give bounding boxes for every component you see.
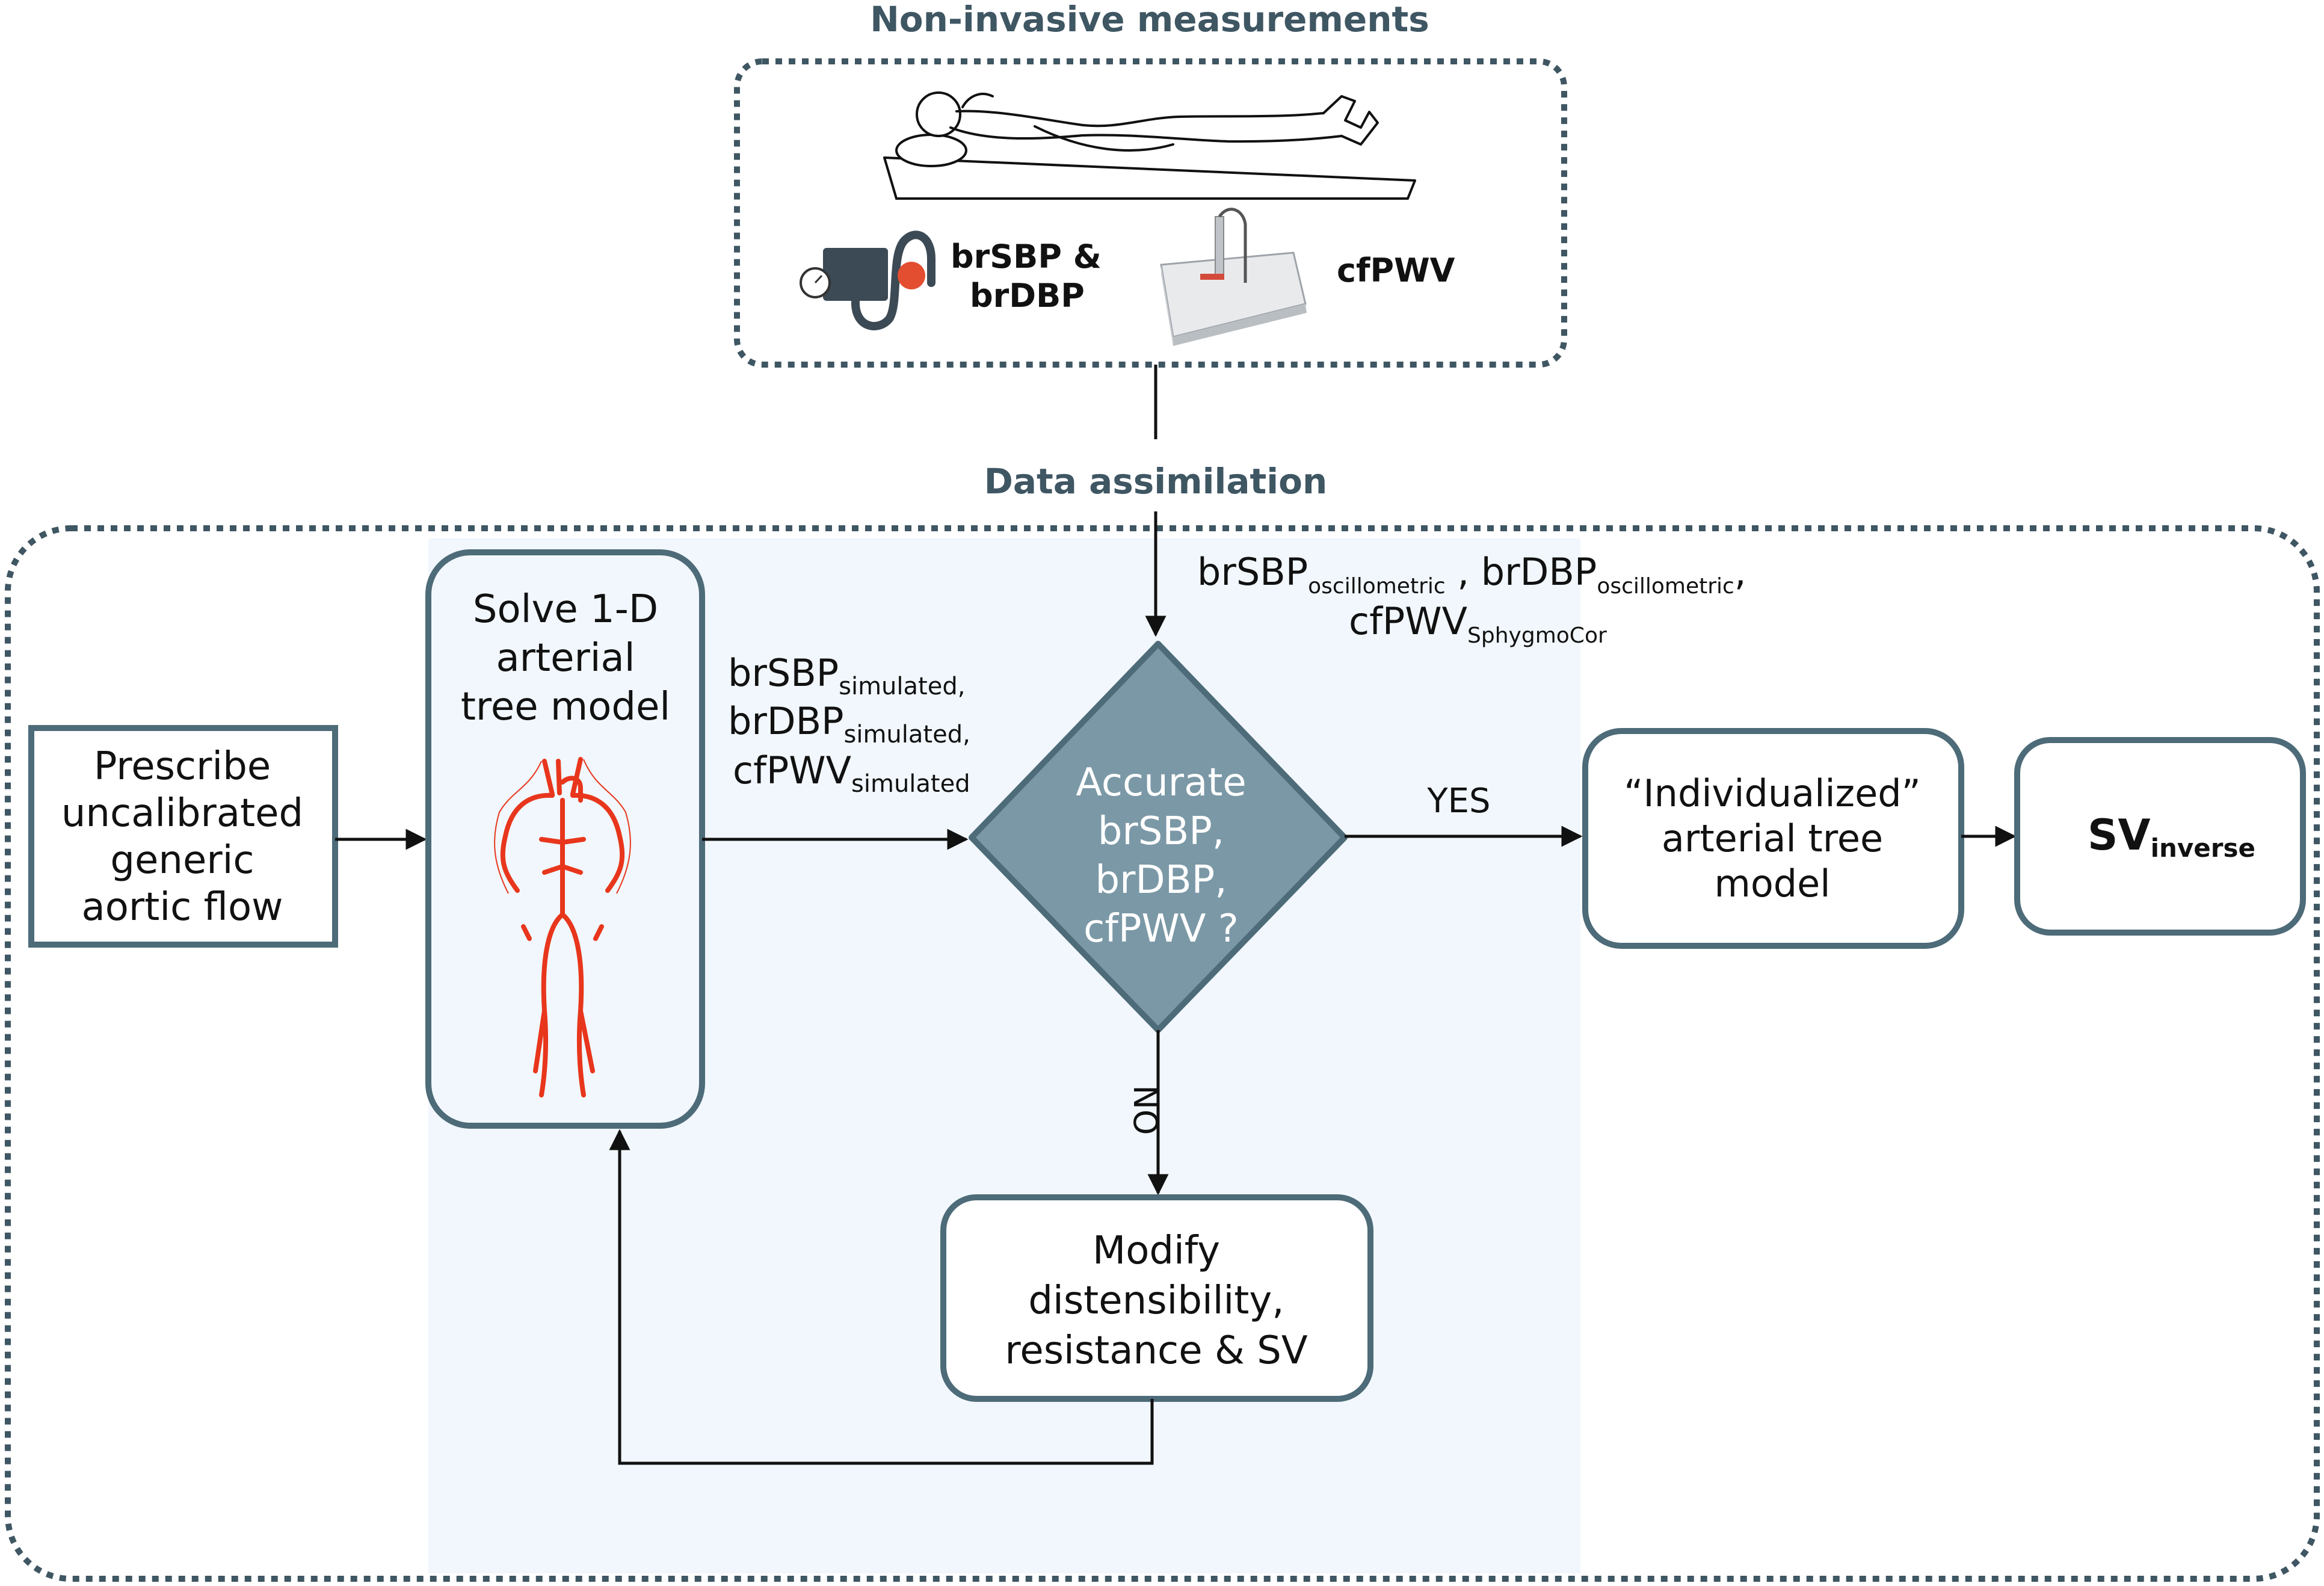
modify-line2: distensibility, (1028, 1279, 1284, 1323)
arterial-tree-outline (494, 759, 631, 894)
patient-lying-icon (883, 91, 1416, 200)
measurements-title: Non-invasive measurements (870, 0, 1429, 40)
individualized-line1: “Individualized” (1624, 771, 1920, 815)
assimilation-title: Data assimilation (984, 461, 1327, 502)
modify-line3: resistance & SV (1005, 1328, 1307, 1373)
decision-line3: brDBP, (1095, 858, 1227, 903)
solve-line1: Solve 1-D (473, 587, 658, 632)
simulated-dbp-line: brDBPsimulated, (728, 699, 970, 748)
measurements-box (734, 58, 1567, 368)
simulated-sbp-sub: simulated, (839, 673, 965, 700)
modify-line1: Modify (1093, 1229, 1220, 1273)
measured-sep1: , (1446, 550, 1481, 594)
simulated-sbp-line: brSBPsimulated, (728, 651, 965, 700)
measured-values-line1: brSBPoscillometric , brDBPoscillometric, (1197, 550, 1746, 599)
individualized-box (1582, 728, 1964, 949)
sv-inverse-box (2014, 737, 2306, 936)
prescribe-line3: generic (110, 838, 254, 883)
feedback-loop-arrow (609, 1129, 1154, 1465)
bp-label-line1: brSBP & (951, 238, 1102, 276)
prescribe-line4: aortic flow (82, 885, 283, 930)
modify-box (940, 1194, 1373, 1402)
sv-sub: inverse (2151, 833, 2255, 863)
simulated-pwv: cfPWV (733, 748, 851, 792)
measured-pwv: cfPWV (1349, 599, 1467, 643)
simulated-pwv-line: cfPWVsimulated (733, 748, 970, 798)
prescribe-line2: uncalibrated (61, 791, 303, 836)
measured-dbp: brDBP (1481, 550, 1597, 594)
bp-label-line2: brDBP (970, 277, 1085, 315)
measured-dbp-sub: oscillometric (1597, 574, 1734, 599)
measured-sbp: brSBP (1197, 550, 1308, 594)
simulated-dbp: brDBP (728, 699, 844, 743)
yes-label: YES (1426, 782, 1490, 821)
decision-line2: brSBP, (1098, 809, 1224, 854)
solve-line3: tree model (461, 685, 670, 729)
arterial-tree-icon (500, 757, 625, 1097)
assimilation-box (5, 525, 2320, 1582)
pwv-label: cfPWV (1337, 251, 1455, 289)
sphygmocor-device-icon (1160, 208, 1307, 346)
prescribe-box (28, 725, 338, 948)
solve-line2: arterial (496, 636, 635, 680)
simulated-dbp-sub: simulated, (844, 721, 970, 748)
sphygmomanometer-icon (800, 230, 935, 331)
prescribe-line1: Prescribe (94, 744, 271, 789)
measured-sbp-sub: oscillometric (1308, 574, 1446, 599)
individualized-line2: arterial tree (1662, 816, 1883, 860)
measured-values-line2: cfPWVSphygmoCor (1349, 599, 1607, 648)
simulated-sbp: brSBP (728, 651, 839, 695)
sv-base: SV (2088, 810, 2151, 860)
decision-line4: cfPWV ? (1083, 907, 1239, 951)
simulated-pwv-sub: simulated (851, 770, 970, 798)
individualized-line3: model (1714, 862, 1830, 906)
sv-inverse-label: SVinverse (2088, 810, 2255, 863)
no-label: NO (1126, 1085, 1164, 1135)
measured-sep2: , (1734, 550, 1746, 594)
decision-line1: Accurate (1076, 761, 1247, 805)
measured-pwv-sub: SphygmoCor (1467, 623, 1607, 648)
